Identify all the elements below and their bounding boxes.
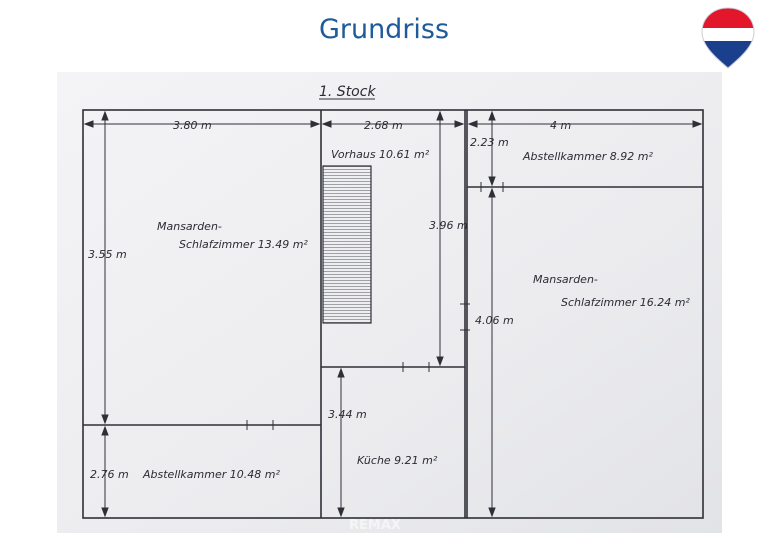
paper-sheet <box>57 72 722 533</box>
room-schlafzimmer-left-line1: Mansarden- <box>157 220 222 233</box>
floor-plan: 1. Stock 3.80 m 2.68 m 4 m 3.55 m 3.96 m… <box>57 72 722 533</box>
dim-left-height: 3.55 m <box>88 248 127 261</box>
dim-right-height: 4.06 m <box>475 314 514 327</box>
outer-wall <box>82 109 704 519</box>
dim-top-mid: 2.68 m <box>364 119 403 132</box>
room-kueche: Küche 9.21 m² <box>357 454 438 467</box>
room-schlafzimmer-right-line2: Schlafzimmer 16.24 m² <box>561 296 690 309</box>
floor-label: 1. Stock <box>319 84 376 100</box>
room-vorhaus: Vorhaus 10.61 m² <box>331 148 430 161</box>
walls <box>82 109 704 519</box>
staircase <box>322 165 372 324</box>
room-abstellkammer-right: Abstellkammer 8.92 m² <box>522 150 653 163</box>
dimension-lines <box>83 110 703 518</box>
dim-top-left: 3.80 m <box>173 119 212 132</box>
room-abstellkammer-left: Abstellkammer 10.48 m² <box>142 468 280 481</box>
dim-bottom-left-height: 2.76 m <box>90 468 129 481</box>
dim-top-right: 4 m <box>550 119 571 132</box>
remax-balloon-icon <box>701 7 755 69</box>
room-schlafzimmer-left-line2: Schlafzimmer 13.49 m² <box>179 238 308 251</box>
dim-right-top-height: 2.23 m <box>470 136 509 149</box>
page-title: Grundriss <box>318 14 450 45</box>
dim-vorhaus-height: 3.96 m <box>429 219 468 232</box>
door-markers <box>246 182 504 430</box>
dim-kueche-height: 3.44 m <box>328 408 367 421</box>
room-schlafzimmer-right-line1: Mansarden- <box>533 273 598 286</box>
watermark: REMAX <box>349 518 401 533</box>
